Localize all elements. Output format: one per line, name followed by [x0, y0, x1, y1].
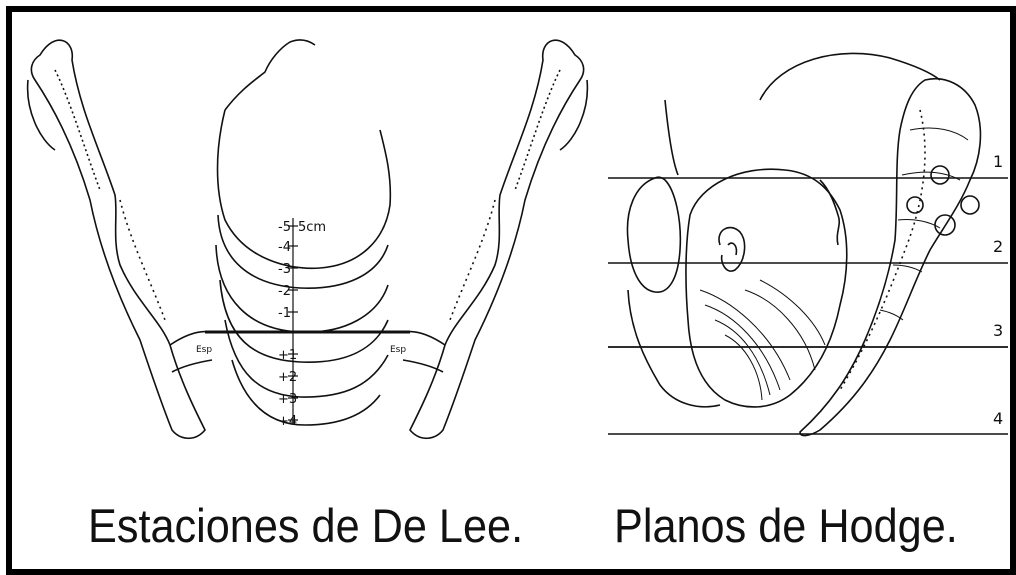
- scale-label-top: 5cm: [298, 220, 326, 235]
- hodge-caption: Planos de Hodge.: [614, 498, 958, 553]
- hodge-plane-number: 2: [993, 237, 1003, 256]
- scale-label-minus: -3: [278, 262, 291, 277]
- head-position-contour: [220, 280, 388, 362]
- de-lee-diagram: [28, 40, 588, 438]
- de-lee-caption: Estaciones de De Lee.: [88, 498, 523, 553]
- scale-label-plus: +4: [278, 414, 297, 429]
- scale-label-plus: +3: [278, 392, 297, 407]
- scale-label-plus: +1: [278, 348, 297, 363]
- hodge-diagram: [627, 53, 980, 435]
- hodge-plane-number: 4: [993, 409, 1003, 428]
- scale-label-minus: -4: [278, 240, 291, 255]
- hodge-planes: [608, 178, 1008, 434]
- spine-label-left: Esp: [196, 345, 212, 355]
- left-pelvic-bone: [31, 40, 205, 438]
- pubic-bone: [627, 177, 680, 292]
- hodge-plane-number: 1: [993, 152, 1003, 171]
- hodge-plane-number: 3: [993, 321, 1003, 340]
- head-position-contour: [232, 360, 380, 425]
- fetal-head: [686, 169, 847, 407]
- scale-label-minus: -5: [278, 220, 291, 235]
- scale-label-minus: -1: [278, 306, 291, 321]
- spine-label-right: Esp: [390, 345, 406, 355]
- scale-label-minus: -2: [278, 284, 291, 299]
- right-pelvic-bone: [410, 40, 584, 438]
- scale-label-plus: +2: [278, 370, 297, 385]
